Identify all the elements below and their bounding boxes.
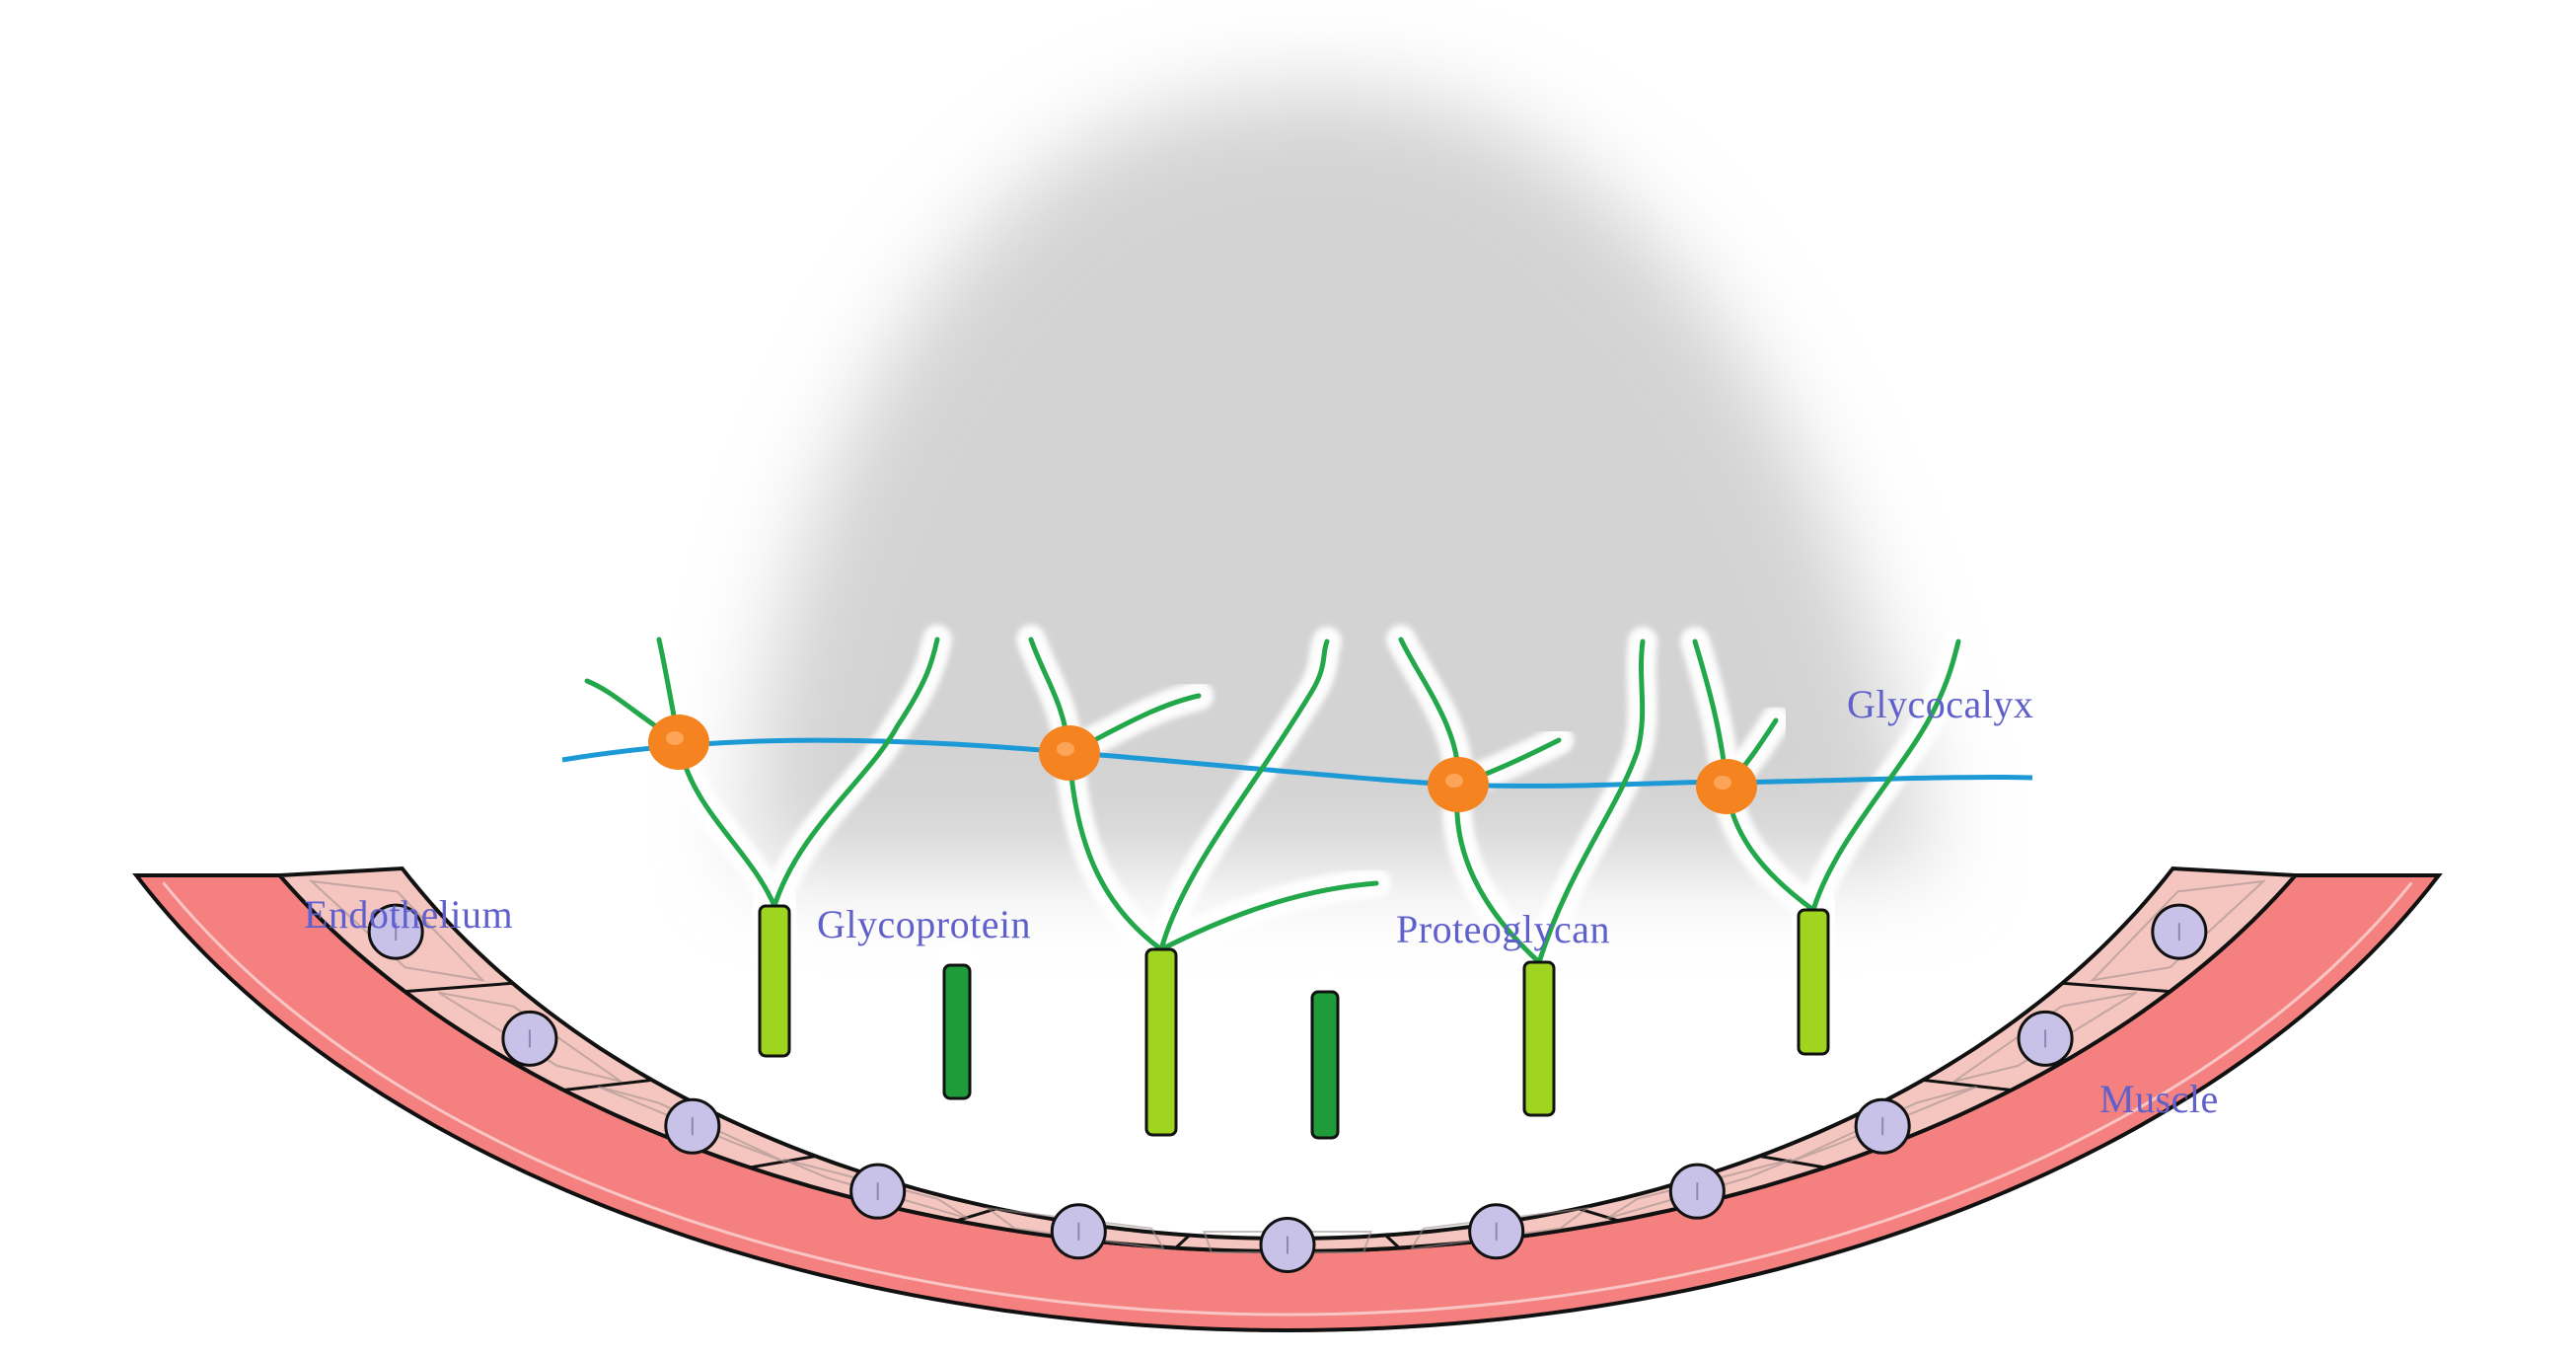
cell-border <box>563 1078 653 1092</box>
proteoglycan-core <box>1797 908 1830 1056</box>
cell-border <box>1384 1234 1401 1249</box>
glycocalyx-node-shine <box>666 731 684 745</box>
label-endothelium: Endothelium <box>304 892 513 937</box>
carbohydrate-chain <box>1536 639 1646 965</box>
carbohydrate-chain <box>1810 639 1961 913</box>
cell-border <box>405 981 513 994</box>
glycoprotein-core <box>1310 990 1340 1140</box>
label-proteoglycan: Proteoglycan <box>1396 907 1610 951</box>
proteoglycan-core <box>1144 947 1178 1137</box>
carbohydrate-chain <box>1158 880 1379 952</box>
cell-inner-outline <box>1789 1085 1978 1164</box>
cell-inner-outline <box>1203 1231 1372 1253</box>
label-muscle: Muscle <box>2099 1077 2219 1121</box>
glycocalyx-nodes <box>648 715 1757 814</box>
cell-inner-outline <box>1409 1206 1591 1250</box>
proteoglycan-core <box>758 904 791 1058</box>
glycocalyx-node-shine <box>1057 742 1074 756</box>
cell-inner-outline <box>1952 991 2137 1083</box>
carbohydrate-chain <box>1158 639 1330 952</box>
muscle-layer-highlight <box>162 881 2413 1317</box>
cell-border <box>1174 1234 1191 1249</box>
glycocalyx-node-shine <box>1714 776 1731 790</box>
cell-border <box>1922 1078 2012 1092</box>
core-proteins <box>758 904 1830 1140</box>
cell-inner-outline <box>2090 879 2267 982</box>
glycoprotein-core <box>942 963 972 1100</box>
glycocalyx-node-shine <box>1445 774 1463 788</box>
cell-border <box>2062 981 2171 994</box>
label-glycoprotein: Glycoprotein <box>817 902 1031 946</box>
proteoglycan-core <box>1522 960 1556 1117</box>
carbohydrate-chain <box>772 637 940 909</box>
endothelial-nuclei <box>367 903 2208 1273</box>
cell-inner-outline <box>1605 1158 1793 1220</box>
glycocalyx-strand <box>561 737 2033 789</box>
label-glycocalyx: Glycocalyx <box>1847 682 2033 726</box>
